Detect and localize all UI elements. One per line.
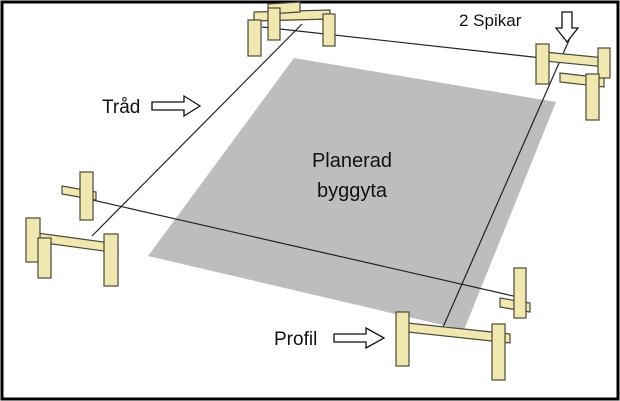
- area-label-line1: Planerad: [312, 150, 392, 172]
- profile-left: [25, 171, 119, 287]
- thread-bottom: [61, 192, 523, 299]
- arrow-right-icon: [333, 326, 386, 350]
- profile-bottom-right: [395, 267, 531, 381]
- profile-top-left: [247, 1, 336, 57]
- arrow-right-icon: [151, 94, 202, 118]
- nails-label: 2 Spikar: [459, 11, 522, 30]
- wooden-profiles: [25, 1, 611, 381]
- profile-top-right: [535, 43, 611, 121]
- thread-left: [91, 23, 303, 237]
- area-label-line2: byggyta: [317, 180, 388, 202]
- profile-label: Profil: [274, 329, 317, 350]
- thread-label: Tråd: [102, 97, 140, 118]
- planned-building-area: [148, 58, 556, 330]
- threads: [61, 23, 597, 335]
- arrow-down-icon: [554, 11, 580, 44]
